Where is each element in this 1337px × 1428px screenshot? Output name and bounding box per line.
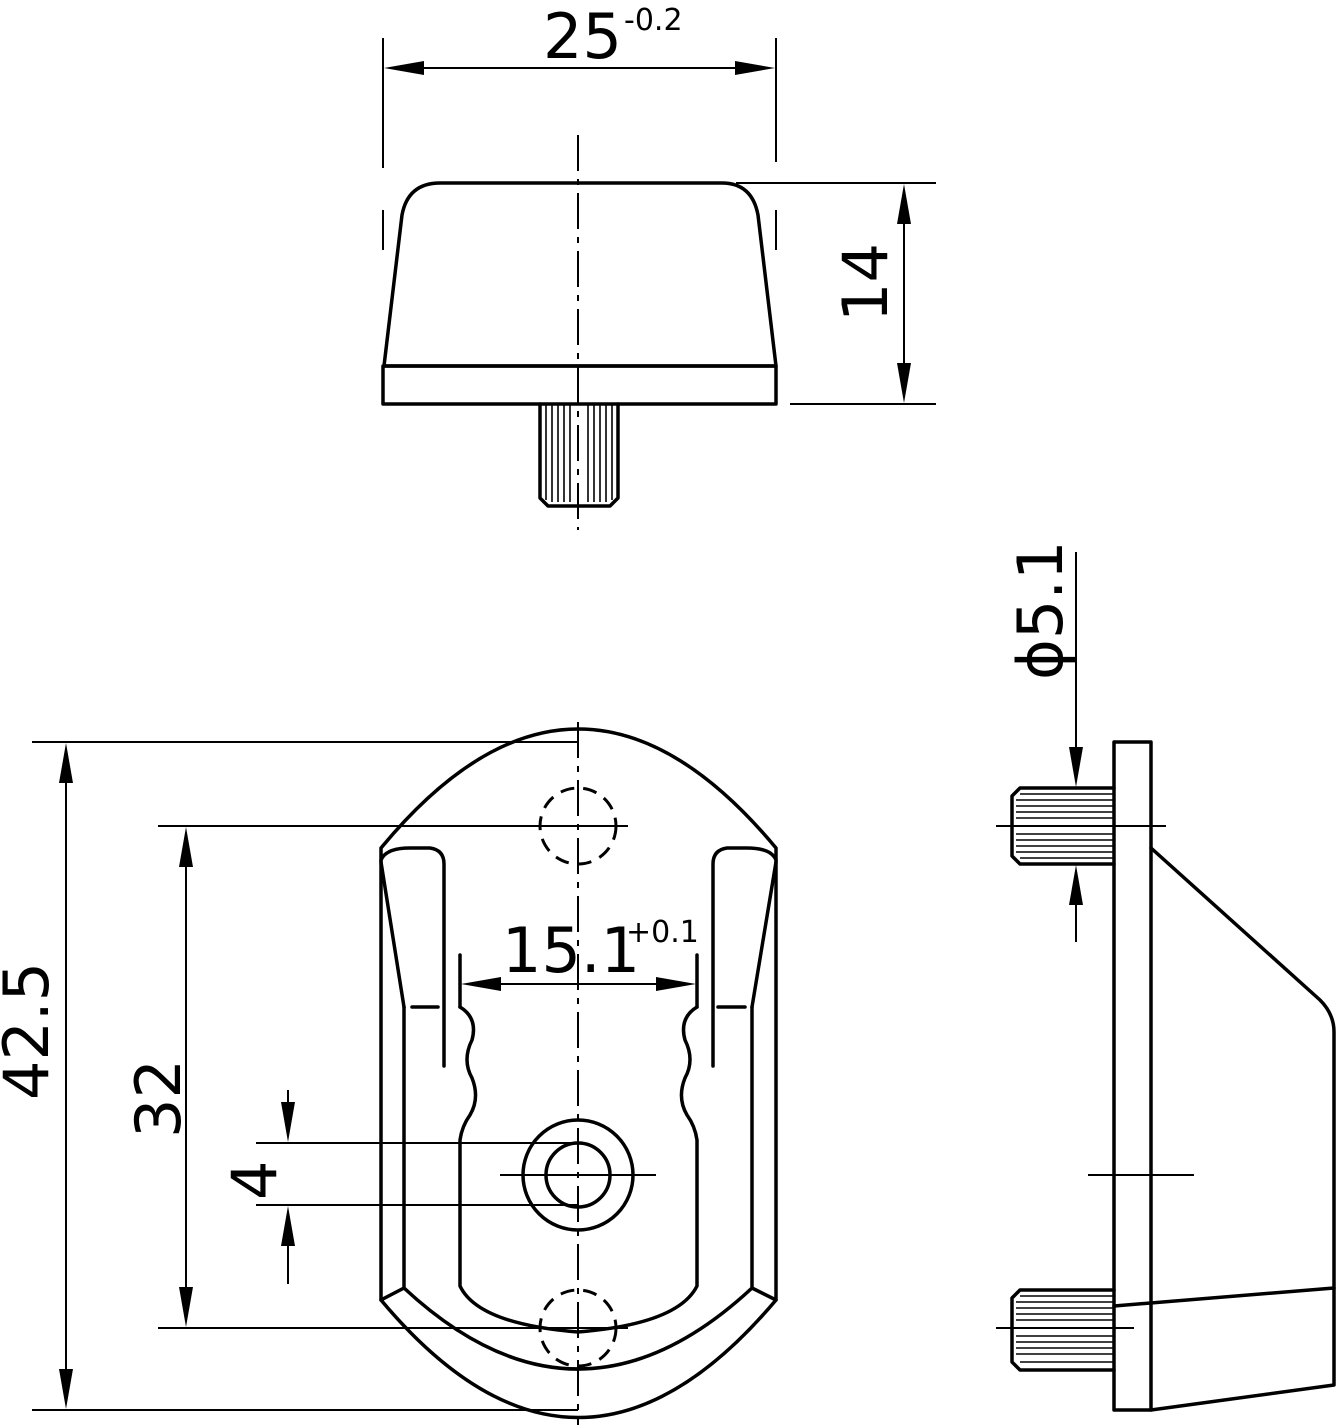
dimension-hole-offset: 4 xyxy=(218,1090,578,1284)
hole-offset-value: 4 xyxy=(218,1161,291,1200)
top-view: 25 -0.2 14 xyxy=(381,0,936,530)
front-view-slot-profile xyxy=(458,1005,699,1334)
dimension-front-height: 42.5 xyxy=(0,741,578,1411)
top-width-tolerance: -0.2 xyxy=(624,3,683,38)
dimension-top-height: 14 xyxy=(736,182,936,405)
top-view-base-plate xyxy=(381,364,778,406)
front-view-right-arm xyxy=(711,846,778,1068)
front-height-value: 42.5 xyxy=(0,962,63,1100)
side-view-plate xyxy=(1112,740,1153,1412)
dimension-top-width: 25 -0.2 xyxy=(382,0,777,250)
side-view-wedge xyxy=(1149,846,1336,1412)
top-width-value: 25 xyxy=(543,0,622,73)
pin-diameter-value: ϕ5.1 xyxy=(1004,541,1077,681)
dimension-pin-diameter: ϕ5.1 xyxy=(1004,541,1083,942)
side-view: ϕ5.1 xyxy=(996,541,1336,1412)
slot-width-value: 15.1 xyxy=(502,914,640,987)
hole-spacing-value: 32 xyxy=(122,1059,195,1138)
dimension-slot-width: 15.1 +0.1 xyxy=(461,914,699,991)
front-view: 42.5 32 15.1 +0.1 4 xyxy=(0,722,778,1425)
top-height-value: 14 xyxy=(829,243,902,322)
top-view-body-outline xyxy=(382,181,778,368)
slot-width-tolerance: +0.1 xyxy=(626,915,699,950)
dimension-hole-spacing: 32 xyxy=(122,825,628,1329)
side-view-pin-bottom xyxy=(1010,1288,1116,1372)
front-view-inner-bottom-contour xyxy=(379,1005,778,1371)
front-view-left-arm xyxy=(379,846,446,1068)
